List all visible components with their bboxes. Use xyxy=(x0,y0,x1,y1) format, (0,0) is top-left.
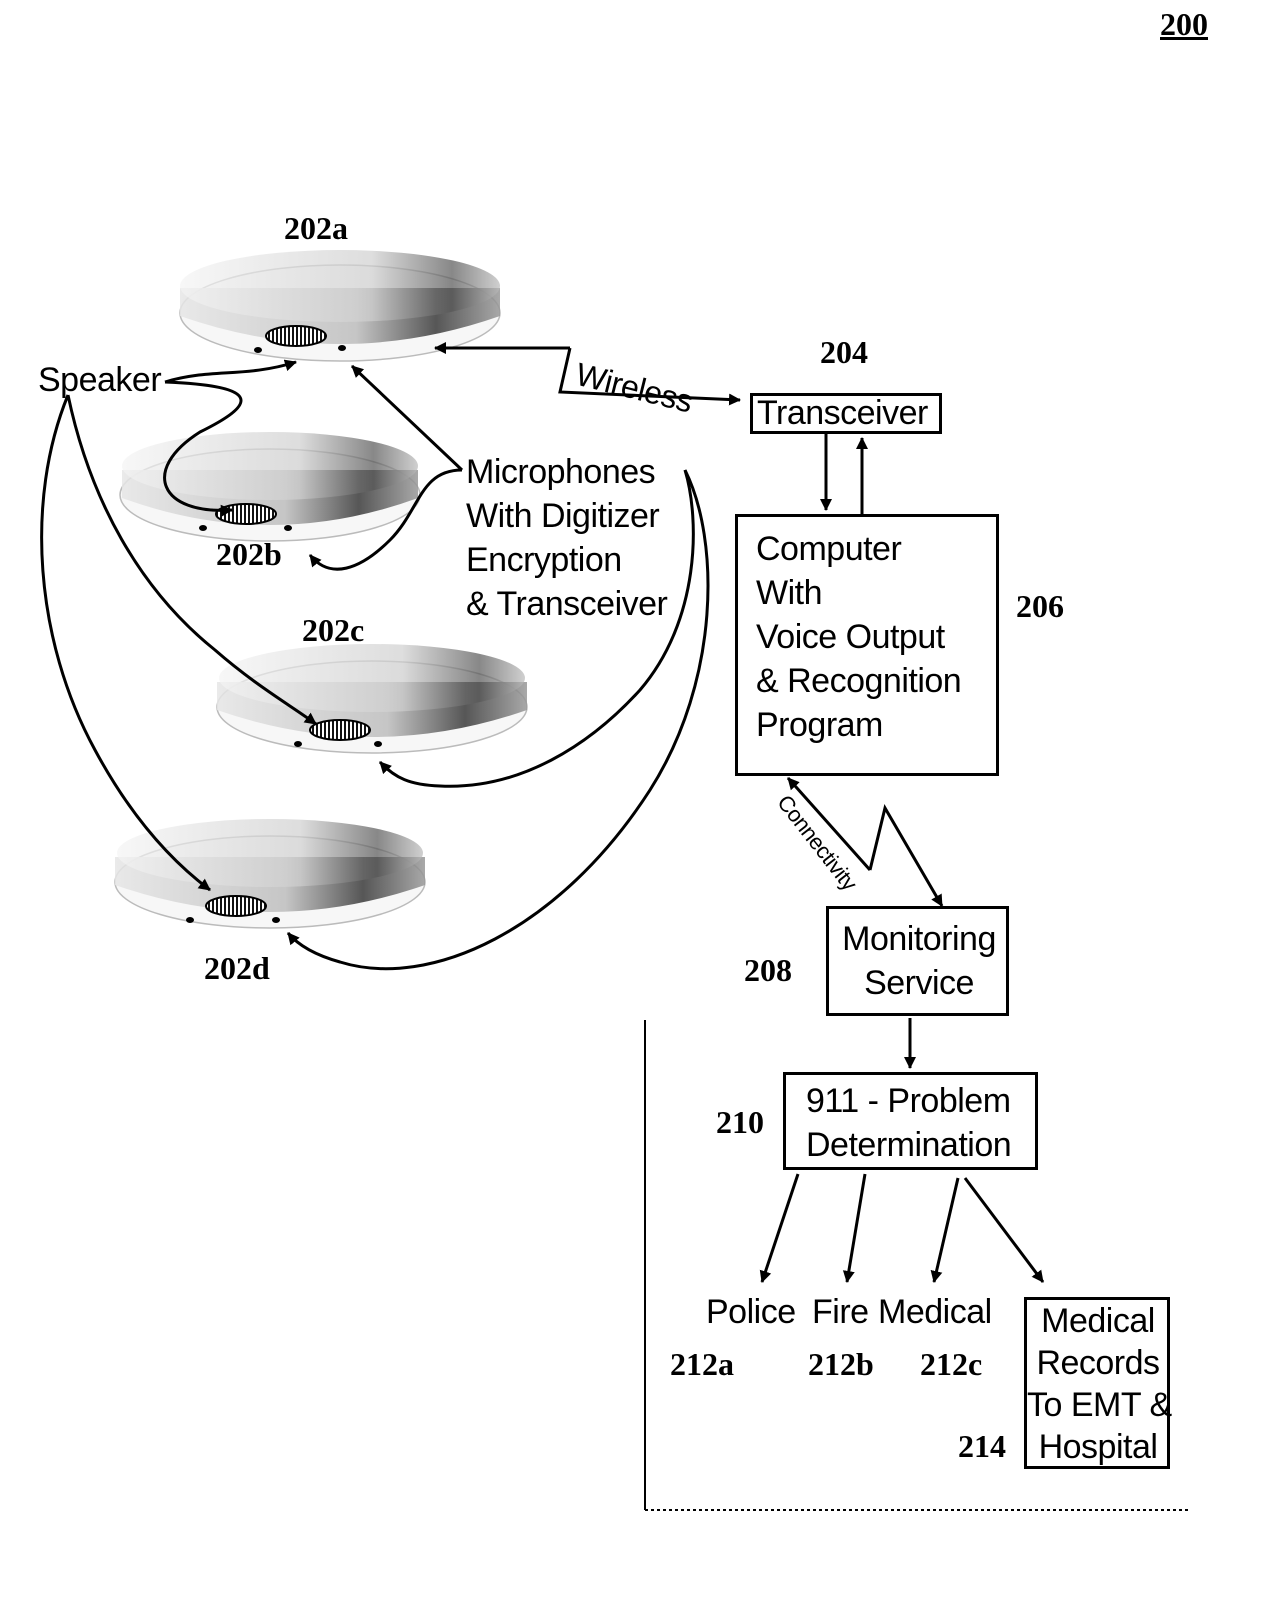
responder-arrows xyxy=(762,1174,1043,1282)
problem-label: 911 - Problem Determination xyxy=(806,1079,1011,1167)
device-label-202a: 202a xyxy=(284,210,348,246)
transceiver-label: Transceiver xyxy=(757,393,928,433)
monitoring-label: Monitoring Service xyxy=(831,917,1007,1005)
device-label-202b: 202b xyxy=(216,536,282,572)
problem-number: 210 xyxy=(716,1104,764,1140)
responder-medical-label: Medical xyxy=(878,1290,992,1334)
transceiver-number: 204 xyxy=(820,334,868,370)
responder-medical-number: 212c xyxy=(920,1346,982,1382)
computer-label: Computer With Voice Output & Recognition… xyxy=(756,527,961,747)
device-202a xyxy=(180,250,500,361)
monitoring-box: Monitoring Service xyxy=(826,906,1009,1016)
figure-number: 200 xyxy=(1160,6,1208,42)
transceiver-computer-arrows xyxy=(826,434,862,514)
speaker-label: Speaker xyxy=(38,358,161,402)
device-202c xyxy=(217,644,527,753)
problem-box: 911 - Problem Determination xyxy=(783,1072,1038,1170)
device-label-202d: 202d xyxy=(204,950,270,986)
device-label-202c: 202c xyxy=(302,612,364,648)
responder-fire-number: 212b xyxy=(808,1346,874,1382)
responder-police-label: Police xyxy=(706,1290,796,1334)
device-202d xyxy=(115,819,425,928)
microphones-label: Microphones With Digitizer Encryption & … xyxy=(466,450,667,626)
computer-number: 206 xyxy=(1016,588,1064,624)
computer-box: Computer With Voice Output & Recognition… xyxy=(735,514,999,776)
responder-fire-label: Fire xyxy=(812,1290,869,1334)
medical-records-label: Medical Records To EMT & Hospital xyxy=(1027,1300,1169,1468)
monitoring-number: 208 xyxy=(744,952,792,988)
medical-records-box: Medical Records To EMT & Hospital xyxy=(1024,1297,1170,1469)
transceiver-box: Transceiver xyxy=(750,393,942,434)
medical-records-number: 214 xyxy=(958,1428,1006,1464)
responder-police-number: 212a xyxy=(670,1346,734,1382)
